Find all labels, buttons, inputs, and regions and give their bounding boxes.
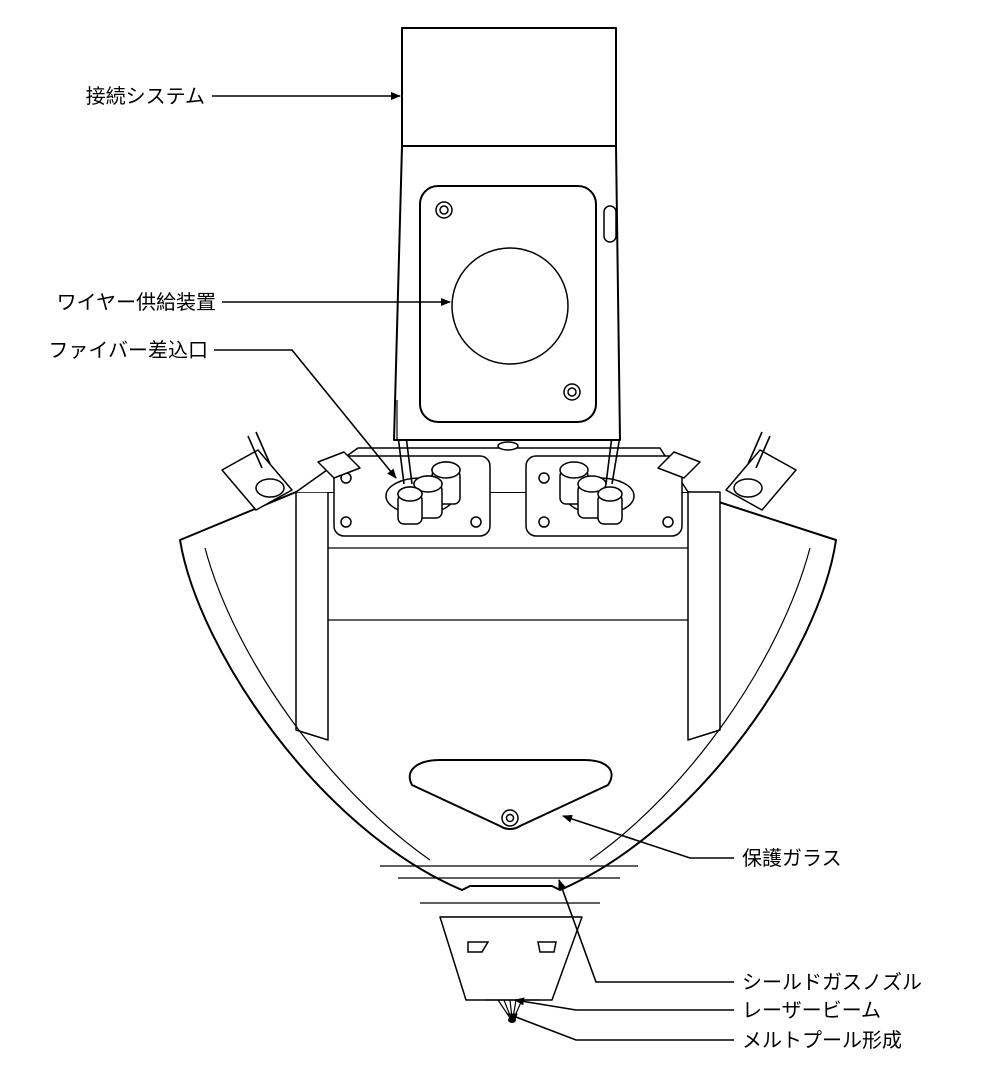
label-shield-gas-nozzle: シールドガスノズル [742, 970, 922, 994]
leader-shield-gas-nozzle [558, 879, 734, 983]
laser-beam-marks [497, 999, 523, 1019]
side-fittings [221, 431, 797, 511]
leader-fiber-inlet [214, 349, 397, 479]
protective-glass-window [408, 759, 613, 830]
label-connection-system: 接続システム [86, 84, 205, 108]
leader-laser-beam [514, 997, 734, 1011]
melt-pool-mark [508, 1017, 516, 1023]
callout-labels: 接続システム ワイヤー供給装置 ファイバー差込口 保護ガラス シールドガスノズル… [48, 84, 922, 1052]
right-wing-panel [687, 491, 721, 741]
device-drawing [179, 27, 837, 1001]
label-wire-feeder: ワイヤー供給装置 [57, 290, 216, 314]
cone-body [179, 491, 837, 891]
right-fiber-socket [538, 435, 674, 528]
label-fiber-inlet: ファイバー差込口 [48, 338, 208, 362]
connection-system-block [401, 27, 617, 147]
label-protective-glass: 保護ガラス [742, 846, 842, 870]
callout-lines [212, 92, 734, 1041]
shield-gas-nozzle-tip [439, 916, 583, 1001]
leader-protective-glass [562, 815, 734, 859]
label-laser-beam: レーザービーム [742, 998, 881, 1022]
left-wing-panel [295, 491, 329, 741]
left-fiber-socket [340, 435, 482, 528]
label-melt-pool: メルトプール形成 [742, 1028, 902, 1052]
leader-melt-pool [507, 1013, 734, 1041]
